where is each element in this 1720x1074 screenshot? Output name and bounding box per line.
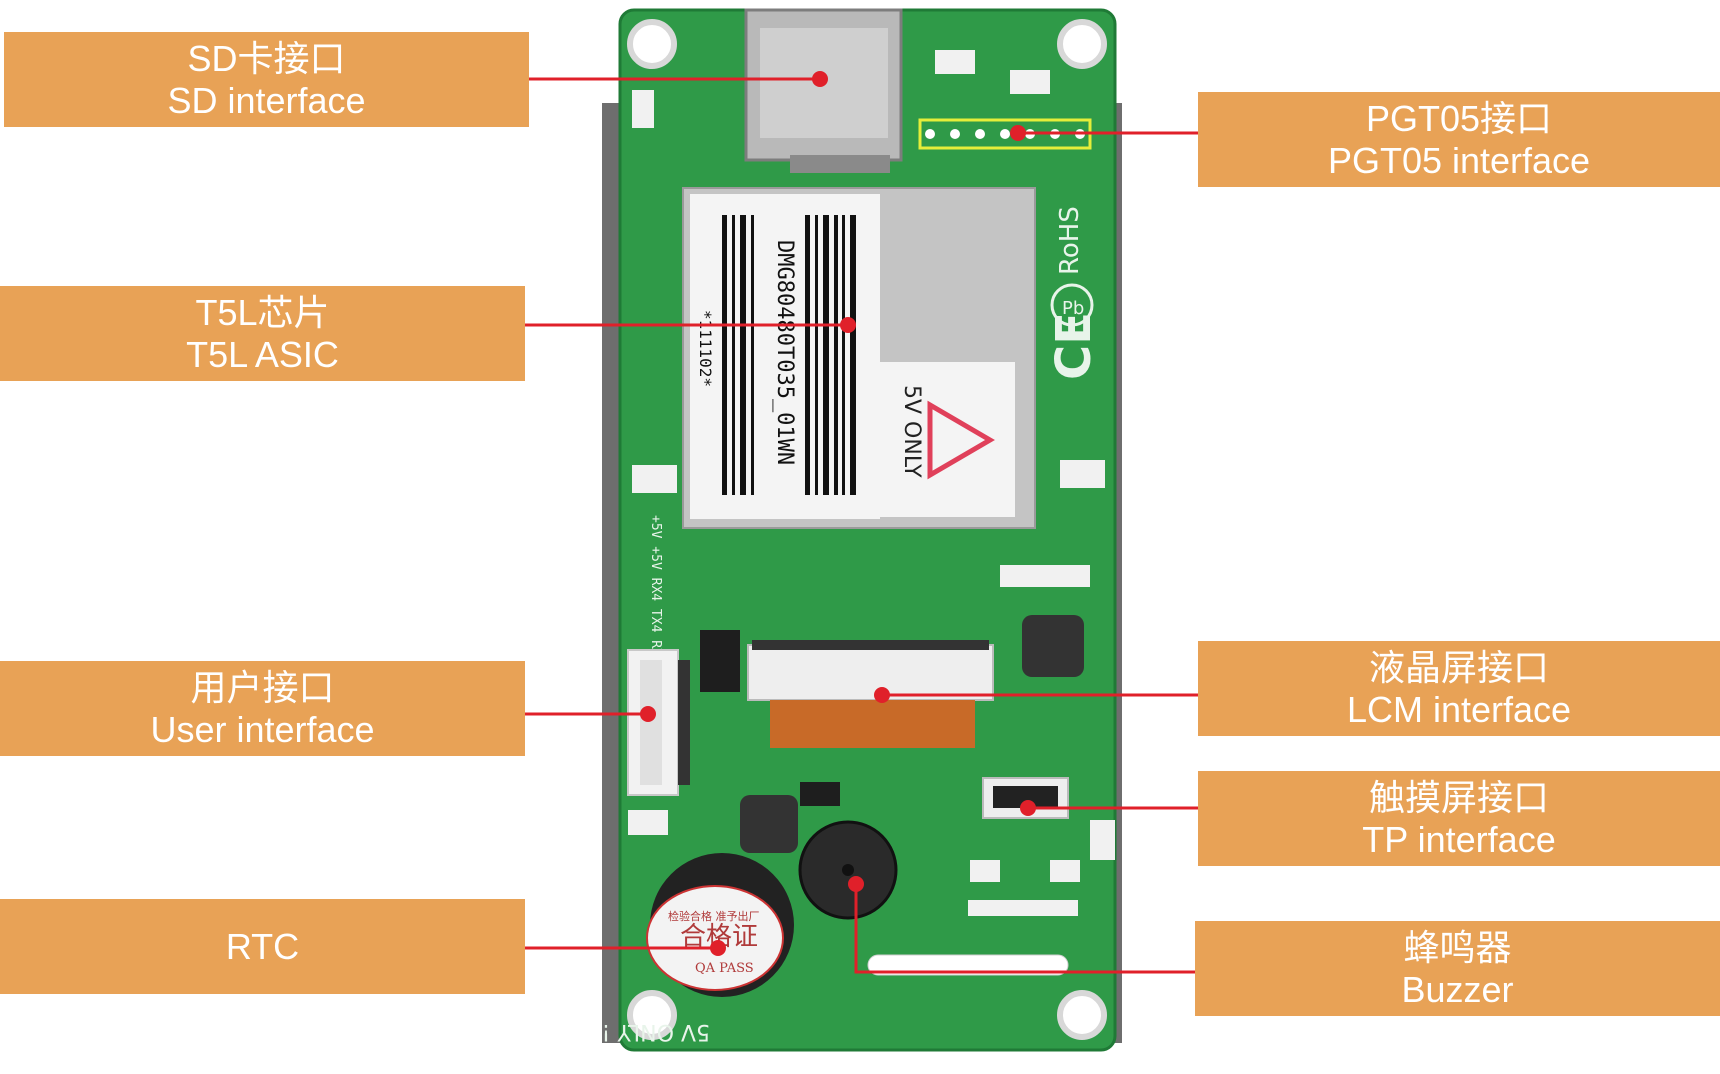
label-user-cn: 用户接口 [190, 666, 335, 708]
ic-small [700, 630, 740, 692]
label-tp-cn: 触摸屏接口 [1368, 776, 1549, 818]
label-rtc-en: RTC [225, 925, 300, 967]
label-pgt05-en: PGT05 interface [1327, 139, 1591, 181]
label-buzzer: 蜂鸣器 Buzzer [1195, 921, 1720, 1016]
label-lcm-en: LCM interface [1346, 688, 1572, 730]
label-sd-en: SD interface [167, 79, 366, 121]
user-connector [627, 649, 690, 796]
label-t5l-en: T5L ASIC [186, 333, 339, 375]
label-pgt05-cn: PGT05接口 [1365, 97, 1553, 139]
pb-mark: Pb [1062, 298, 1084, 319]
label-t5l-asic: T5L芯片 T5L ASIC [0, 286, 525, 381]
label-user-interface: 用户接口 User interface [0, 661, 525, 756]
leader-dots [640, 71, 1036, 956]
label-pgt05-interface: PGT05接口 PGT05 interface [1198, 92, 1720, 187]
leader-buzzer [854, 884, 1195, 974]
inductor-left [740, 795, 798, 853]
frame-left [602, 103, 622, 1043]
warning-triangle-icon [927, 400, 995, 480]
module-model-text: DMG80480T035_01WN [772, 240, 797, 465]
label-tp-interface: 触摸屏接口 TP interface [1198, 771, 1720, 866]
qa-sticker-sub: 检验合格 准予出厂 [668, 909, 760, 923]
label-tp-en: TP interface [1362, 818, 1556, 860]
module-serial-text: *111102* [696, 310, 715, 387]
smd-components [628, 50, 1115, 916]
label-lcm-cn: 液晶屏接口 [1368, 646, 1549, 688]
label-user-en: User interface [150, 708, 375, 750]
inductor-right [1022, 615, 1084, 677]
lcm-connector [747, 640, 994, 748]
leader-lines [525, 77, 1198, 974]
label-t5l-cn: T5L芯片 [195, 291, 330, 333]
label-buzzer-en: Buzzer [1401, 968, 1514, 1010]
ce-mark: CE [1046, 312, 1102, 380]
sd-slot [744, 8, 903, 173]
label-rtc: RTC [0, 899, 525, 994]
t5l-module: DMG80480T035_01WN *111102* 5V ONLY [682, 187, 1036, 529]
qa-sticker-en: QA PASS [695, 961, 754, 976]
rohs-mark: RoHS [1055, 206, 1085, 275]
ic-small-2 [800, 782, 840, 806]
bottom-slot [867, 954, 1069, 976]
buzzer-hole [842, 864, 854, 876]
label-sd-interface: SD卡接口 SD interface [4, 32, 529, 127]
pb-free-icon [1050, 283, 1094, 327]
bottom-edge-text: 5V ONLY ! [602, 1019, 710, 1044]
label-lcm-interface: 液晶屏接口 LCM interface [1198, 641, 1720, 736]
label-sd-cn: SD卡接口 [187, 37, 346, 79]
mounting-holes [627, 19, 1107, 1040]
label-buzzer-cn: 蜂鸣器 [1403, 926, 1512, 968]
warning-text: 5V ONLY [899, 385, 924, 478]
